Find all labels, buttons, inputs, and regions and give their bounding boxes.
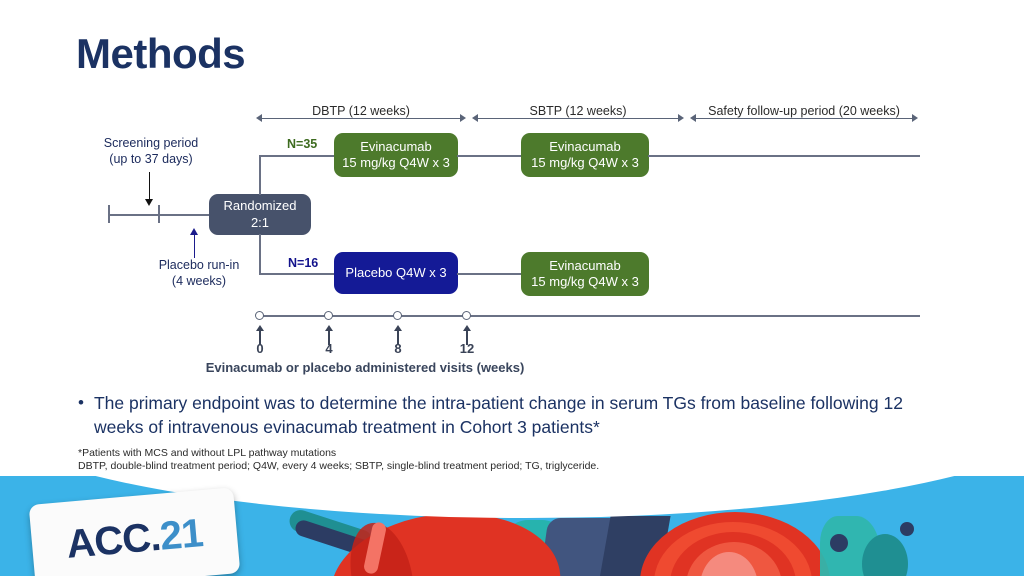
bottom-arm-dbtp-node: Placebo Q4W x 3: [334, 252, 458, 294]
visit-marker-0: [255, 311, 264, 320]
arrow-tip-icon: [463, 325, 471, 331]
banner-dot-1-icon: [830, 534, 848, 552]
heart-rings-icon: [640, 512, 830, 576]
bottom-banner: ACC.21: [0, 476, 1024, 576]
top-arm-connector: [259, 155, 335, 157]
visit-week-label-0: 0: [256, 341, 264, 356]
arrow-head-left-icon: [472, 114, 478, 122]
branch-line-up: [259, 155, 261, 195]
arrow-head-left-icon: [690, 114, 696, 122]
top-arm-n-label: N=35: [287, 137, 318, 151]
run-in-line1: Placebo run-in: [158, 258, 240, 272]
arrow-stem: [466, 330, 468, 345]
visit-arrow-8-icon: [394, 325, 402, 345]
arrow-stem: [259, 330, 261, 345]
top-arm-dbtp-line2: 15 mg/kg Q4W x 3: [342, 155, 450, 170]
period-arrow-dbtp: [256, 113, 466, 123]
bullet-line1: The primary endpoint was to determine th…: [93, 393, 806, 413]
bullet-line2: following 12 weeks of intravenous evinac…: [93, 393, 903, 437]
randomized-line1: Randomized: [223, 198, 297, 214]
randomized-node: Randomized 2:1: [209, 194, 311, 235]
acc-logo-suffix: 21: [158, 510, 205, 559]
run-in-up-arrow-icon: [190, 228, 199, 258]
screening-period-line1: Screening period: [103, 136, 199, 150]
arrow-bar: [695, 117, 913, 119]
visit-marker-4: [324, 311, 333, 320]
screening-baseline: [108, 214, 216, 216]
period-arrow-sbtp: [472, 113, 684, 123]
visit-timeline-caption: Evinacumab or placebo administered visit…: [205, 360, 525, 375]
arrow-head-right-icon: [912, 114, 918, 122]
visit-timeline-axis: [259, 315, 920, 317]
period-label-safety: Safety follow-up period (20 weeks): [708, 104, 900, 118]
visit-marker-8: [393, 311, 402, 320]
screening-period-line2: (up to 37 days): [109, 151, 193, 166]
period-label-sbtp: SBTP (12 weeks): [529, 104, 627, 118]
bottom-arm-mid-line: [457, 273, 522, 275]
arrow-tip-icon: [325, 325, 333, 331]
primary-endpoint-text: The primary endpoint was to determine th…: [94, 392, 908, 439]
heart-teal-shape-4-icon: [862, 534, 908, 576]
arrow-stem: [397, 330, 399, 345]
bottom-arm-sbtp-line1: Evinacumab: [549, 257, 621, 273]
visit-week-label-4: 4: [325, 341, 333, 356]
arrow-bar: [477, 117, 679, 119]
footnote-abbreviations: DBTP, double-blind treatment period; Q4W…: [78, 460, 600, 472]
top-arm-sbtp-line1: Evinacumab: [549, 138, 621, 154]
run-in-line2: (4 weeks): [171, 273, 227, 288]
screening-tick-start: [108, 205, 110, 223]
top-arm-dbtp-line1: Evinacumab: [360, 138, 432, 154]
period-label-dbtp: DBTP (12 weeks): [312, 104, 410, 118]
top-arm-sbtp-node: Evinacumab 15 mg/kg Q4W x 3: [521, 133, 649, 177]
bottom-arm-n-label: N=16: [288, 256, 319, 270]
visit-arrow-0-icon: [256, 325, 264, 345]
randomized-line2: 2:1: [250, 214, 270, 230]
top-arm-dbtp-node: Evinacumab 15 mg/kg Q4W x 3: [334, 133, 458, 177]
placebo-run-in-label: Placebo run-in (4 weeks): [134, 258, 264, 289]
acc-logo-prefix: ACC.: [64, 514, 162, 567]
arrow-tip-icon: [256, 325, 264, 331]
arrow-tip-icon: [190, 228, 198, 235]
arrow-tip-icon: [145, 199, 153, 206]
primary-endpoint-bullet: • The primary endpoint was to determine …: [78, 392, 908, 439]
footnote-asterisk: *Patients with MCS and without LPL pathw…: [78, 447, 337, 459]
visit-week-label-8: 8: [394, 341, 402, 356]
arrow-stem: [148, 172, 151, 199]
visit-arrow-12-icon: [463, 325, 471, 345]
bottom-arm-sbtp-node: Evinacumab 15 mg/kg Q4W x 3: [521, 252, 649, 296]
arrow-stem: [193, 234, 196, 258]
branch-line-down: [259, 234, 261, 274]
top-arm-followup-line: [648, 155, 920, 157]
visit-arrow-4-icon: [325, 325, 333, 345]
arrow-stem: [328, 330, 330, 345]
bottom-arm-sbtp-line2: 15 mg/kg Q4W x 3: [531, 274, 639, 289]
page-title: Methods: [76, 30, 246, 77]
arrow-tip-icon: [394, 325, 402, 331]
acc-logo-text: ACC.21: [65, 511, 205, 568]
screening-period-label: Screening period (up to 37 days): [86, 136, 216, 167]
top-arm-mid-line: [457, 155, 522, 157]
arrow-head-right-icon: [678, 114, 684, 122]
screening-tick-end: [158, 205, 160, 223]
bottom-arm-dbtp-line1: Placebo Q4W x 3: [345, 264, 447, 280]
visit-marker-12: [462, 311, 471, 320]
arrow-bar: [261, 117, 461, 119]
screening-down-arrow-icon: [145, 172, 154, 206]
visit-week-label-12: 12: [459, 341, 475, 356]
top-arm-sbtp-line2: 15 mg/kg Q4W x 3: [531, 155, 639, 170]
arrow-head-left-icon: [256, 114, 262, 122]
bottom-arm-connector: [259, 273, 335, 275]
arrow-head-right-icon: [460, 114, 466, 122]
bullet-marker-icon: •: [78, 393, 84, 412]
banner-dot-2-icon: [900, 522, 914, 536]
period-arrow-safety: [690, 113, 918, 123]
